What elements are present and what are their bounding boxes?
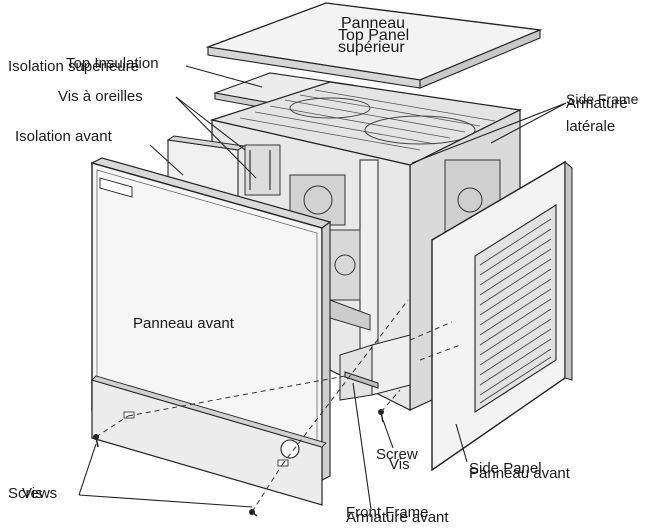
louver-grille	[479, 218, 552, 404]
label-front-panel: Panneau avant	[133, 315, 235, 332]
label-screw-right-en: Screw	[376, 446, 418, 463]
labels: Panneau Top Panel supérieur Isolation su…	[8, 15, 639, 526]
label-screw-right-fr: Vis	[389, 456, 410, 473]
label-screws-left-fr: Vis	[22, 485, 43, 502]
top-panel	[205, 2, 543, 89]
label-thumb-screws: Vis à oreilles	[58, 88, 143, 105]
label-top-panel-fr-2: supérieur	[338, 39, 405, 56]
label-side-panel-en: Side Panel	[469, 460, 542, 477]
assembly-guides	[95, 299, 461, 513]
front-frame	[344, 371, 379, 389]
label-screws-left-en: Screws	[8, 485, 57, 502]
label-front-frame-fr: Armature avant	[346, 509, 449, 526]
label-side-frame-fr-1: Armature	[566, 95, 628, 112]
side-panel	[431, 160, 573, 472]
label-side-frame-en: Side Frame	[566, 91, 639, 107]
label-front-insulation: Isolation avant	[15, 128, 113, 145]
label-top-panel-en: Top Panel	[338, 27, 409, 44]
label-top-insulation-fr: Isolation supérieure	[8, 58, 139, 75]
label-top-panel-fr-1: Panneau	[341, 15, 405, 32]
label-side-frame-fr-2: latérale	[566, 118, 615, 135]
label-side-panel-fr: Panneau avant	[469, 465, 571, 482]
label-top-insulation-en: Top Insulation	[66, 55, 159, 72]
label-front-frame-en: Front Frame	[346, 504, 429, 521]
front-panel	[90, 157, 332, 506]
leader-lines	[78, 65, 567, 510]
